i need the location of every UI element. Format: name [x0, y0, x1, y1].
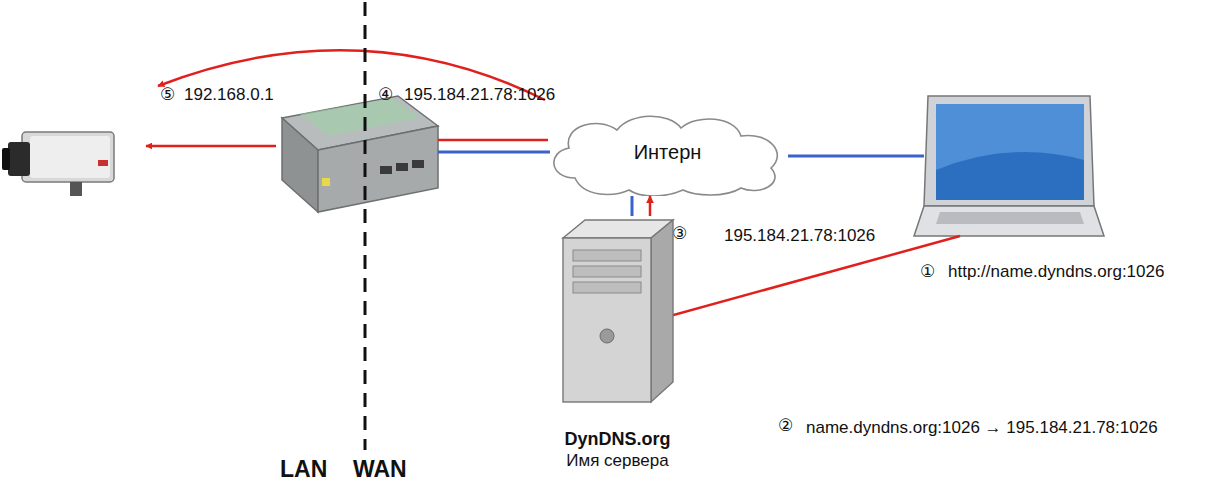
address-label: 195.184.21.78:1026: [404, 85, 555, 105]
laptop-base: [914, 206, 1104, 236]
node-title: Интерн: [634, 141, 702, 168]
router: [282, 96, 438, 212]
network-wire: [788, 155, 924, 158]
router-led: [322, 178, 330, 186]
callout-number: ②: [778, 416, 793, 436]
drive-bay: [573, 282, 641, 293]
camera-face: [30, 136, 110, 178]
camera-logo: [98, 160, 108, 166]
laptop-screen: [936, 104, 1084, 200]
camera-lens: [8, 142, 30, 176]
router-port: [396, 163, 408, 171]
cloud-outline: [554, 116, 777, 196]
camera-mount: [70, 182, 82, 196]
flow-arrow: [146, 145, 276, 148]
tower-side: [651, 220, 673, 402]
server-tower: [545, 216, 690, 406]
address-label: 195.184.21.78:1026: [724, 226, 875, 246]
callout-number: ③: [672, 224, 687, 244]
flow-line: [438, 139, 548, 142]
lan-wan-divider: [364, 2, 367, 450]
laptop-keyboard: [936, 212, 1084, 224]
tower-front: [563, 238, 651, 402]
internet-cloud: Интерн: [545, 112, 790, 196]
zone-label: LAN: [280, 456, 327, 482]
router-port: [380, 166, 392, 174]
ip-camera: [2, 132, 114, 196]
zone-label: WAN: [353, 456, 407, 482]
laptop-lid: [924, 96, 1094, 206]
camera-lens-front: [2, 148, 10, 170]
network-wire: [438, 151, 550, 154]
router-port: [412, 160, 424, 168]
camera-body: [22, 132, 114, 182]
laptop-wallpaper: [936, 152, 1084, 200]
address-label: name.dyndns.org:1026 → 195.184.21.78:102…: [806, 418, 1158, 438]
router-label: [300, 98, 420, 136]
callout-number: ④: [378, 85, 393, 105]
address-label: http://name.dyndns.org:1026: [948, 262, 1164, 282]
dns-server: DynDNS.orgИмя сервера: [545, 216, 690, 486]
node-title: DynDNS.org: [564, 428, 670, 450]
drive-bay: [573, 250, 641, 261]
flow-arrow: [649, 196, 652, 216]
address-label: 192.168.0.1: [184, 85, 274, 105]
drive-bay: [573, 266, 641, 277]
network-wire: [631, 196, 634, 216]
node-subtitle: Имя сервера: [566, 450, 668, 472]
router-side: [282, 118, 318, 212]
laptop: [914, 96, 1104, 236]
power-button: [600, 329, 614, 343]
callout-number: ⑤: [160, 85, 175, 105]
callout-number: ①: [920, 262, 935, 282]
router-front: [318, 126, 438, 212]
